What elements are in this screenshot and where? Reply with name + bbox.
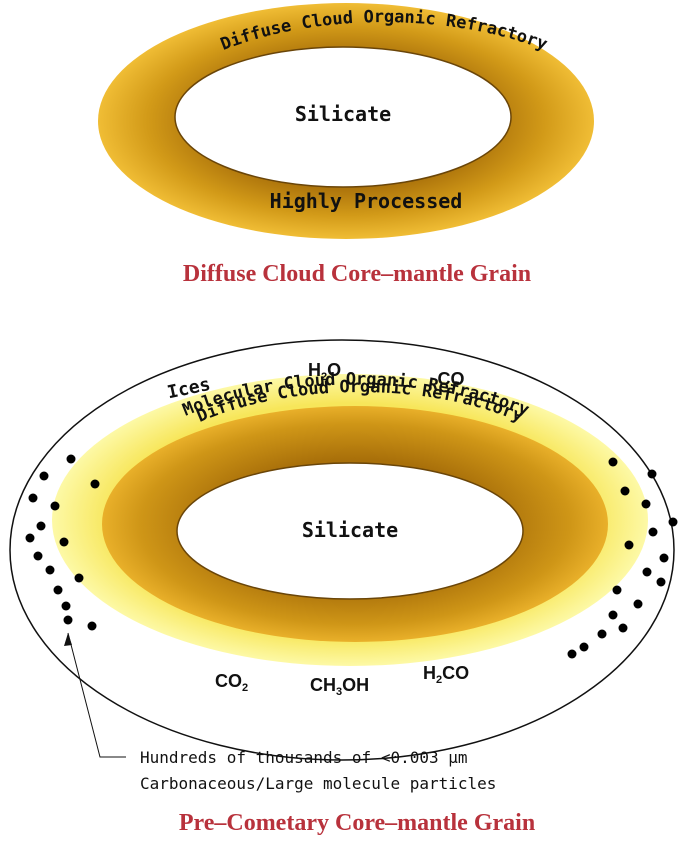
particle-dot	[642, 567, 652, 577]
particle-dot	[608, 610, 618, 620]
particle-note-line1: Hundreds of thousands of <0.003 µm	[140, 748, 468, 767]
particle-dot	[641, 499, 651, 509]
particle-dot	[25, 533, 35, 543]
precometary-grain-diagram: Ices H2O CO Molecular Cloud Organic Refr…	[9, 339, 678, 761]
particle-pointer-line	[67, 632, 126, 758]
particle-dot	[620, 486, 630, 496]
silicate-label-2: Silicate	[302, 518, 398, 542]
particle-dot	[53, 585, 63, 595]
h2o-label: H2O	[308, 360, 341, 383]
particle-dot	[61, 601, 71, 611]
particle-dot	[90, 479, 100, 489]
particle-dot	[612, 585, 622, 595]
particle-dot	[45, 565, 55, 575]
particle-dot	[59, 537, 69, 547]
h2co-label: H2CO	[423, 663, 469, 686]
particle-dot	[50, 501, 60, 511]
particle-dot	[567, 649, 577, 659]
particle-dot	[659, 553, 669, 563]
particle-dot	[608, 457, 618, 467]
precometary-grain-caption: Pre–Cometary Core–mantle Grain	[179, 810, 535, 836]
particle-dot	[648, 527, 658, 537]
carbonaceous-particles	[25, 454, 678, 659]
silicate-label: Silicate	[295, 102, 391, 126]
diffuse-grain-caption: Diffuse Cloud Core–mantle Grain	[183, 261, 531, 287]
particle-dot	[624, 540, 634, 550]
highly-processed-label: Highly Processed	[270, 189, 463, 213]
particle-dot	[74, 573, 84, 583]
particle-dot	[28, 493, 38, 503]
particle-dot	[39, 471, 49, 481]
particle-dot	[63, 615, 73, 625]
particle-dot	[656, 577, 666, 587]
particle-dot	[579, 642, 589, 652]
particle-dot	[597, 629, 607, 639]
particle-dot	[633, 599, 643, 609]
particle-dot	[66, 454, 76, 464]
particle-dot	[33, 551, 43, 561]
particle-pointer-arrowhead	[64, 633, 72, 646]
particle-dot	[647, 469, 657, 479]
ch3oh-label: CH3OH	[310, 675, 369, 698]
silicate-core	[174, 46, 512, 188]
particle-note-line2: Carbonaceous/Large molecule particles	[140, 774, 496, 793]
co-label: CO	[438, 369, 465, 389]
particle-dot	[36, 521, 46, 531]
co2-label: CO2	[215, 671, 248, 694]
particle-dot	[668, 517, 678, 527]
particle-dot	[87, 621, 97, 631]
particle-dot	[618, 623, 628, 633]
diffuse-grain-diagram: Diffuse Cloud Organic Refractory Silicat…	[98, 3, 594, 239]
silicate-core-2	[176, 462, 524, 600]
